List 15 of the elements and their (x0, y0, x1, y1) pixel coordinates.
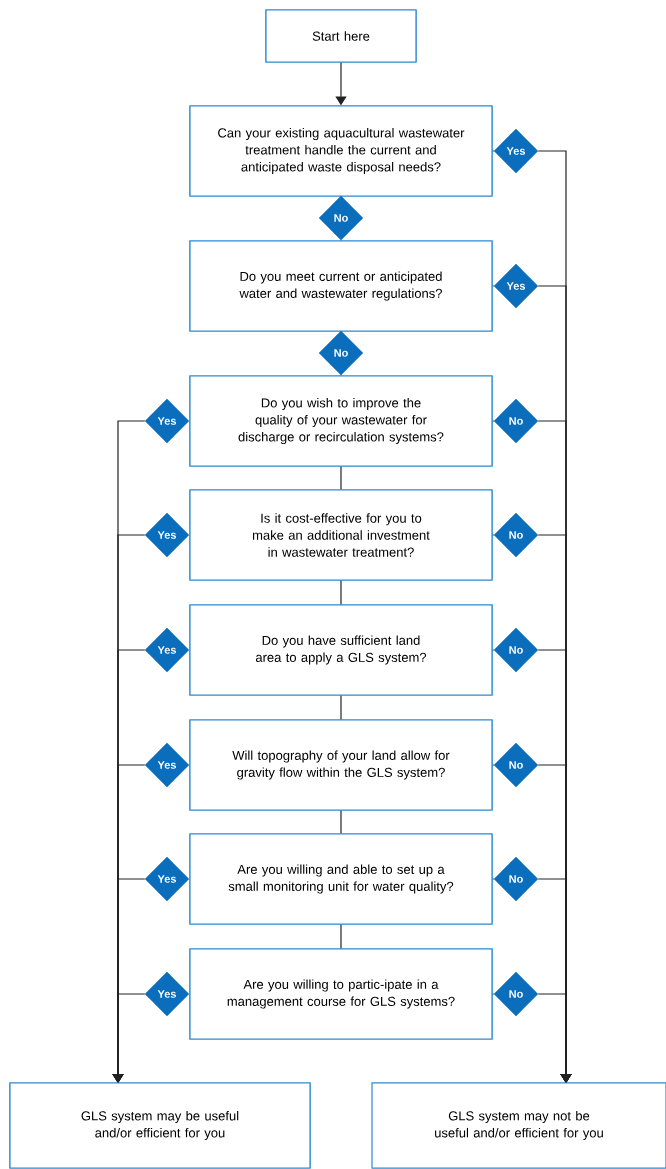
connector-line (492, 534, 495, 536)
connector-line (492, 649, 495, 651)
connector-line (340, 924, 342, 949)
connector-line (492, 993, 495, 995)
arrow (112, 993, 146, 1083)
connector-line (492, 150, 495, 152)
connector-line (492, 285, 495, 287)
arrow (537, 993, 572, 1083)
connector-line (340, 810, 342, 834)
connector-line (492, 420, 495, 422)
connector-line (492, 764, 495, 766)
connector-line (340, 580, 342, 605)
connector-line (492, 878, 495, 880)
connector-line (340, 695, 342, 720)
connector-line (340, 466, 342, 490)
